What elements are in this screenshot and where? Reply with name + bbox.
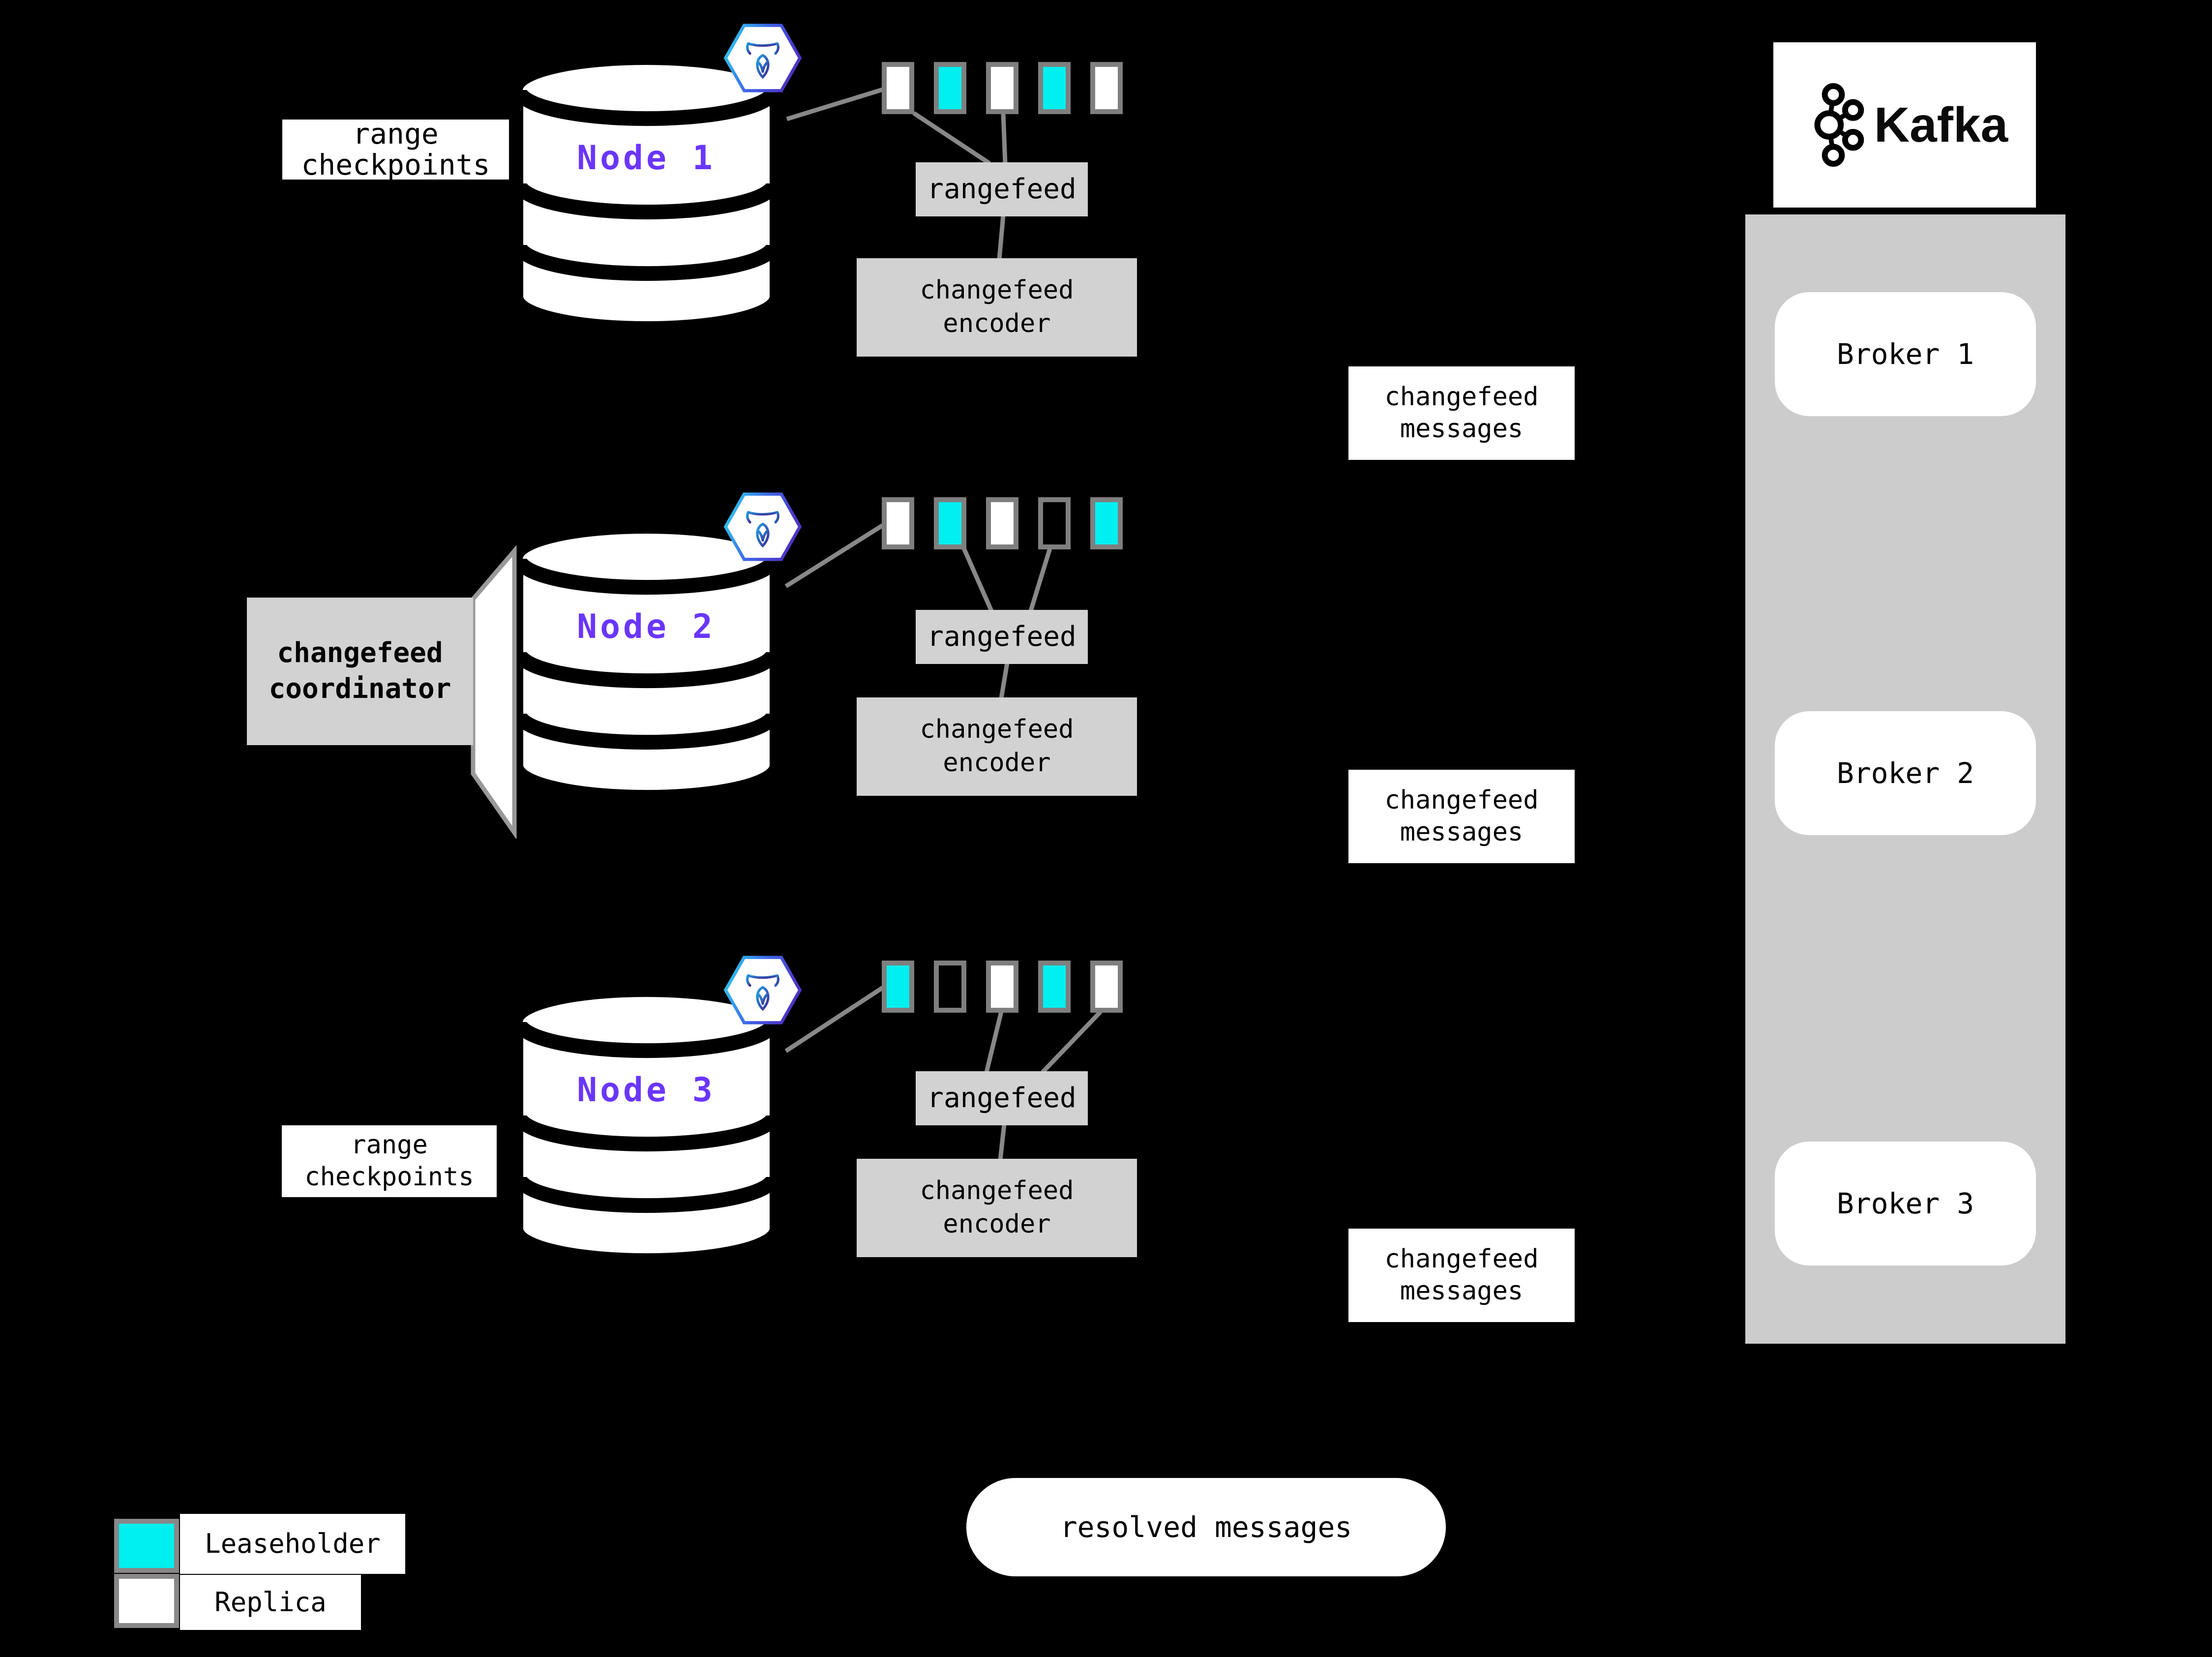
- kafka-logo-icon: [1814, 83, 1864, 167]
- range-square: [1038, 62, 1071, 114]
- cockroachdb-icon: [722, 22, 804, 94]
- broker-label: Broker 1: [1836, 337, 1974, 371]
- node3-label: Node 3: [577, 1071, 716, 1110]
- label-line: checkpoints: [304, 1162, 474, 1192]
- legend-replica-label: Replica: [180, 1575, 361, 1630]
- legend-label: Replica: [214, 1587, 327, 1618]
- range-square: [1090, 961, 1123, 1013]
- database-cylinder-icon: [515, 527, 777, 798]
- range-checkpoints-label: range checkpoints: [282, 1125, 497, 1197]
- rangefeed-label: rangefeed: [927, 173, 1076, 205]
- label-line: range: [351, 1130, 428, 1160]
- node3-cylinder: [515, 963, 777, 1263]
- encoder-label-line2: encoder: [943, 748, 1051, 778]
- coordinator-label-line1: changefeed: [277, 637, 443, 669]
- label-line: changefeed: [1384, 382, 1539, 412]
- node2-label: Node 2: [577, 607, 716, 646]
- range-square: [934, 62, 966, 114]
- broker-label: Broker 3: [1836, 1187, 1974, 1220]
- database-cylinder-icon: [515, 990, 777, 1262]
- encoder-label-line1: changefeed: [920, 715, 1074, 745]
- encoder-label-line1: changefeed: [920, 275, 1074, 305]
- range-checkpoints-label: range checkpoints: [282, 120, 509, 180]
- node1-label: Node 1: [577, 139, 716, 178]
- cockroachdb-icon: [722, 954, 804, 1026]
- changefeed-messages-label: changefeed messages: [1348, 770, 1575, 863]
- label-line: messages: [1400, 1276, 1524, 1306]
- range-square: [934, 961, 966, 1013]
- node1-cylinder: [515, 31, 777, 331]
- kafka-wordmark: Kafka: [1874, 97, 2008, 152]
- rangefeed-box: rangefeed: [916, 162, 1088, 216]
- label-line: range: [353, 120, 439, 151]
- resolved-messages-label: resolved messages: [1060, 1510, 1352, 1544]
- kafka-logo-box: Kafka: [1773, 42, 2036, 208]
- coordinator-flag-icon: [471, 544, 517, 839]
- range-square: [986, 62, 1018, 114]
- range-square: [1090, 62, 1123, 114]
- arrow-left-icon: [2062, 1236, 2086, 1260]
- range-square: [882, 497, 914, 549]
- encoder-label-line1: changefeed: [920, 1176, 1074, 1206]
- resolved-messages-pill: resolved messages: [966, 1478, 1446, 1576]
- label-line: checkpoints: [301, 148, 490, 180]
- changefeed-coordinator-box: changefeed coordinator: [247, 598, 473, 745]
- coordinator-label-line2: coordinator: [269, 673, 451, 705]
- database-cylinder-icon: [515, 58, 777, 330]
- legend-leaseholder-swatch: [114, 1519, 179, 1573]
- range-square: [986, 497, 1018, 549]
- broker-3: Broker 3: [1775, 1142, 2036, 1265]
- node2-cylinder: [515, 500, 777, 800]
- broker-2: Broker 2: [1775, 711, 2036, 835]
- range-square: [882, 62, 914, 114]
- rangefeed-label: rangefeed: [927, 620, 1076, 653]
- rangefeed-box: rangefeed: [916, 1071, 1088, 1125]
- encoder-label-line2: encoder: [943, 1209, 1051, 1239]
- changefeed-messages-label: changefeed messages: [1348, 366, 1575, 460]
- legend-leaseholder-label: Leaseholder: [180, 1514, 405, 1574]
- changefeed-messages-label: changefeed messages: [1348, 1229, 1575, 1322]
- range-square: [1038, 961, 1071, 1013]
- rangefeed-box: rangefeed: [916, 610, 1088, 664]
- broker-1: Broker 1: [1775, 292, 2036, 416]
- range-square: [1038, 497, 1071, 549]
- range-square: [934, 497, 966, 549]
- legend-label: Leaseholder: [205, 1528, 381, 1560]
- range-square: [1090, 497, 1123, 549]
- label-line: changefeed: [1384, 1244, 1539, 1274]
- changefeed-encoder-box: changefeed encoder: [857, 1159, 1137, 1257]
- arrow-left-icon: [2062, 362, 2086, 386]
- legend-replica-swatch: [114, 1574, 179, 1628]
- changefeed-encoder-box: changefeed encoder: [857, 258, 1137, 357]
- label-line: messages: [1400, 414, 1524, 444]
- label-line: changefeed: [1384, 785, 1539, 815]
- encoder-label-line2: encoder: [943, 309, 1051, 338]
- changefeed-encoder-box: changefeed encoder: [857, 697, 1137, 796]
- range-square: [986, 961, 1018, 1013]
- range-square: [882, 961, 914, 1013]
- rangefeed-label: rangefeed: [927, 1082, 1076, 1114]
- broker-label: Broker 2: [1836, 756, 1974, 790]
- cockroachdb-icon: [722, 490, 804, 563]
- label-line: messages: [1400, 817, 1524, 847]
